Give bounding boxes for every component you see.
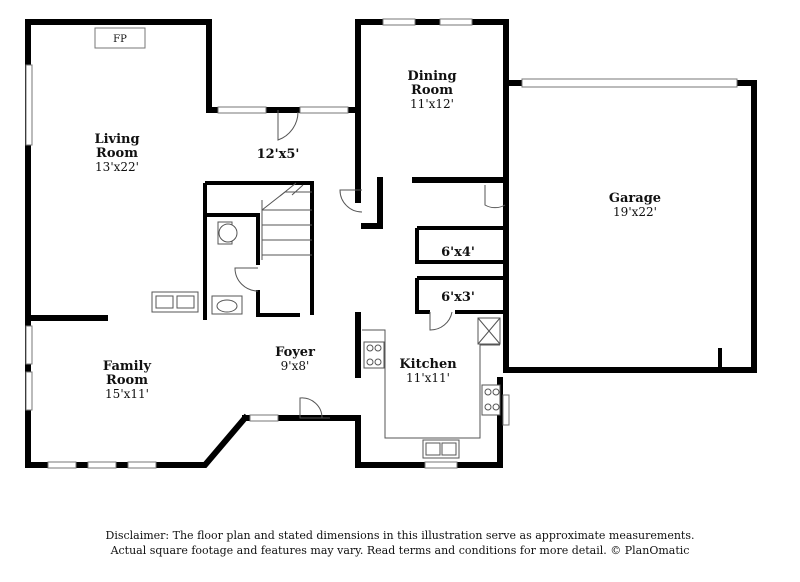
window-kitchen-bottom (424, 461, 458, 469)
bath-sink-icon (211, 295, 243, 315)
window-family-4 (87, 461, 117, 469)
living-room-name-2: Room (96, 146, 138, 161)
fireplace (94, 27, 146, 49)
disclaimer-line-1: Disclaimer: The floor plan and stated di… (105, 529, 695, 542)
bar-sink-icon (151, 291, 199, 313)
garage-name: Garage (609, 191, 661, 206)
family-room-name-1: Family (103, 359, 152, 374)
window-family-2 (25, 371, 33, 411)
foyer-name: Foyer (275, 345, 315, 360)
kitchen-name: Kitchen (399, 357, 457, 372)
kitchen-sink-icon (422, 439, 460, 459)
family-room-name-2: Room (106, 373, 148, 388)
fireplace-label: FP (113, 34, 127, 45)
door-bath (234, 267, 259, 292)
hall-dim: 12'x5' (257, 147, 300, 162)
door-front (299, 397, 330, 419)
stairs (261, 182, 312, 260)
door-closet-hall (339, 189, 363, 213)
window-family-3 (47, 461, 77, 469)
wall-top-left (25, 19, 212, 113)
kitchen-dim: 11'x11' (406, 371, 450, 385)
living-room-name-1: Living (94, 132, 139, 147)
door-closet2 (429, 311, 453, 331)
door-hall (277, 110, 299, 141)
window-living-left (25, 64, 33, 146)
closet2-dim: 6'x3' (441, 290, 475, 305)
fridge-icon (477, 317, 501, 345)
window-foyer (249, 414, 279, 422)
wall-closet-hall (361, 177, 383, 229)
cooktop-icon (363, 341, 385, 369)
garage-dim: 19'x22' (613, 205, 657, 219)
dining-room-name-1: Dining (407, 69, 456, 84)
window-dining-2 (439, 18, 473, 26)
range-icon (481, 384, 501, 416)
dining-room-dim: 11'x12' (410, 97, 454, 111)
window-family-1 (25, 325, 33, 365)
window-kitchen-right (502, 394, 510, 426)
window-family-5 (127, 461, 157, 469)
window-hall-2 (299, 106, 349, 114)
door-garage (484, 185, 506, 209)
dining-room-name-2: Room (411, 83, 453, 98)
toilet-icon (217, 221, 238, 245)
kitchen-counter (362, 317, 501, 439)
wall-bottom-left (25, 413, 250, 468)
family-room-dim: 15'x11' (105, 387, 149, 401)
wall-garage (503, 80, 757, 373)
garage-door (521, 78, 738, 88)
window-dining-1 (382, 18, 416, 26)
disclaimer-line-2: Actual square footage and features may v… (110, 544, 690, 557)
wall-stair-box (205, 181, 314, 315)
foyer-dim: 9'x8' (281, 359, 310, 373)
closet1-dim: 6'x4' (441, 245, 475, 260)
window-hall-1 (217, 106, 267, 114)
living-room-dim: 13'x22' (95, 160, 139, 174)
wall-bath (205, 213, 260, 265)
